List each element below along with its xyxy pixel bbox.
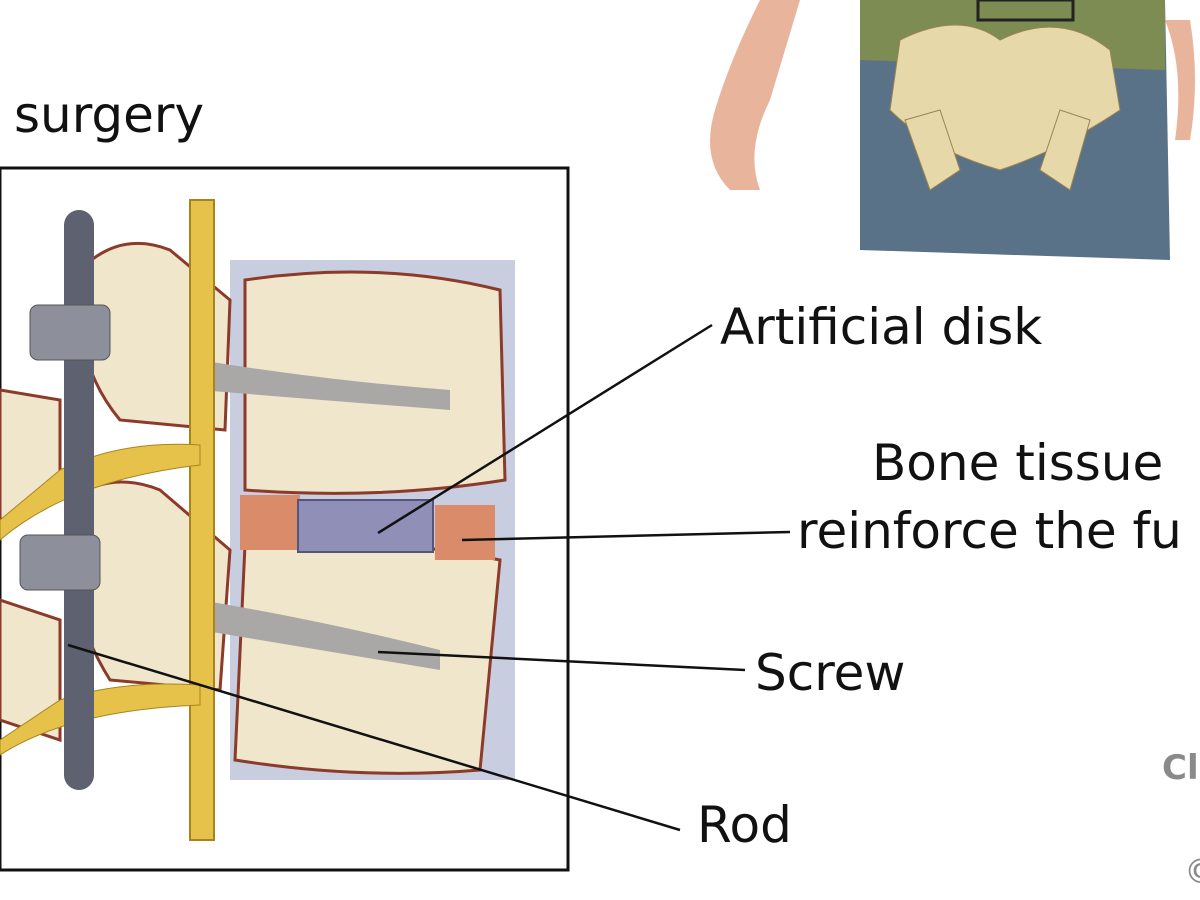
copyright-symbol: © (1184, 852, 1200, 892)
artificial-disk (297, 499, 434, 553)
label-screw: Screw (755, 644, 906, 702)
rod (64, 210, 94, 790)
logo-text: Cl (1162, 748, 1199, 788)
label-rod: Rod (697, 796, 792, 854)
label-bone-tissue-1: Bone tissue (872, 434, 1164, 492)
nerve (189, 199, 215, 841)
vertebrae (0, 241, 515, 780)
screw-head (19, 534, 101, 591)
leader-lines (67, 323, 791, 832)
label-bone-tissue-2: reinforce the fu (797, 502, 1182, 560)
patient-figure (710, 0, 1195, 260)
screw-head (29, 304, 111, 361)
diagram-title: surgery (14, 86, 205, 144)
label-artificial-disk: Artificial disk (720, 298, 1043, 356)
